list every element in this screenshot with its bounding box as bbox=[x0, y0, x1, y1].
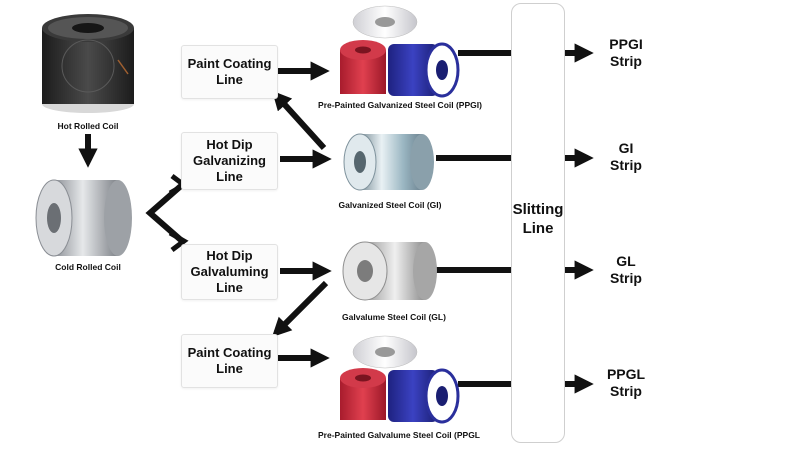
galvaluming-line-text-1: Hot Dip bbox=[206, 248, 253, 263]
hot-dip-galvanizing-line-box: Hot Dip Galvanizing Line bbox=[181, 132, 278, 190]
slitting-line-text-2: Line bbox=[522, 220, 554, 237]
arrow-gi-to-paint1 bbox=[272, 90, 327, 151]
gi-strip-text-2: Strip bbox=[610, 157, 642, 173]
arrow-fork-head-down bbox=[168, 230, 189, 252]
ppgl-strip-label: PPGL Strip bbox=[596, 366, 656, 400]
paint-coating-line-box-1: Paint Coating Line bbox=[181, 45, 278, 99]
gi-coil-caption: Galvanized Steel Coil (GI) bbox=[338, 200, 442, 210]
galvanizing-line-text-1: Hot Dip bbox=[206, 137, 253, 152]
galvanizing-line-text-2: Galvanizing bbox=[193, 153, 266, 168]
ppgi-coil-caption: Pre-Painted Galvanized Steel Coil (PPGI) bbox=[318, 100, 482, 110]
hot-rolled-coil-icon bbox=[42, 14, 134, 113]
gl-coil-caption: Galvalume Steel Coil (GL) bbox=[342, 312, 446, 322]
ppgl-coil-caption: Pre-Painted Galvalume Steel Coil (PPGL bbox=[317, 430, 481, 440]
paint-coating-line-2-text-1: Paint Coating bbox=[187, 345, 272, 360]
galvaluming-line-text-2: Galvaluming bbox=[190, 264, 269, 279]
ppgl-strip-text-2: Strip bbox=[610, 383, 642, 399]
galvanizing-line-text-3: Line bbox=[216, 169, 243, 184]
ppgi-coil-stack-icon bbox=[340, 5, 460, 98]
hot-rolled-coil-caption: Hot Rolled Coil bbox=[57, 121, 119, 131]
cold-rolled-coil-icon bbox=[35, 179, 132, 257]
ppgl-coil-stack-icon bbox=[340, 335, 460, 424]
cold-rolled-coil-caption: Cold Rolled Coil bbox=[55, 262, 121, 272]
ppgi-strip-label: PPGI Strip bbox=[596, 36, 656, 70]
paint-coating-line-1-text-2: Line bbox=[216, 72, 243, 87]
gi-strip-label: GI Strip bbox=[596, 140, 656, 174]
paint-coating-line-1-text-1: Paint Coating bbox=[187, 56, 272, 71]
ppgl-strip-text-1: PPGL bbox=[606, 366, 646, 382]
arrow-cold-fork bbox=[145, 182, 184, 244]
galvaluming-line-text-3: Line bbox=[216, 280, 243, 295]
gi-strip-text-1: GI bbox=[618, 140, 634, 156]
paint-coating-line-box-2: Paint Coating Line bbox=[181, 334, 278, 388]
gl-strip-text-1: GL bbox=[616, 253, 636, 269]
galvanized-coil-icon bbox=[343, 133, 434, 191]
slitting-line-text-1: Slitting bbox=[512, 201, 564, 218]
hot-dip-galvaluming-line-box: Hot Dip Galvaluming Line bbox=[181, 244, 278, 300]
slitting-line-bar bbox=[511, 3, 565, 443]
galvalume-coil-icon bbox=[342, 241, 437, 301]
ppgi-strip-text-1: PPGI bbox=[609, 36, 643, 52]
arrow-gl-to-paint2 bbox=[271, 280, 329, 338]
paint-coating-line-2-text-2: Line bbox=[216, 361, 243, 376]
gl-strip-label: GL Strip bbox=[596, 253, 656, 287]
gl-strip-text-2: Strip bbox=[610, 270, 642, 286]
slitting-line-label: Slitting Line bbox=[505, 200, 571, 238]
ppgi-strip-text-2: Strip bbox=[610, 53, 642, 69]
